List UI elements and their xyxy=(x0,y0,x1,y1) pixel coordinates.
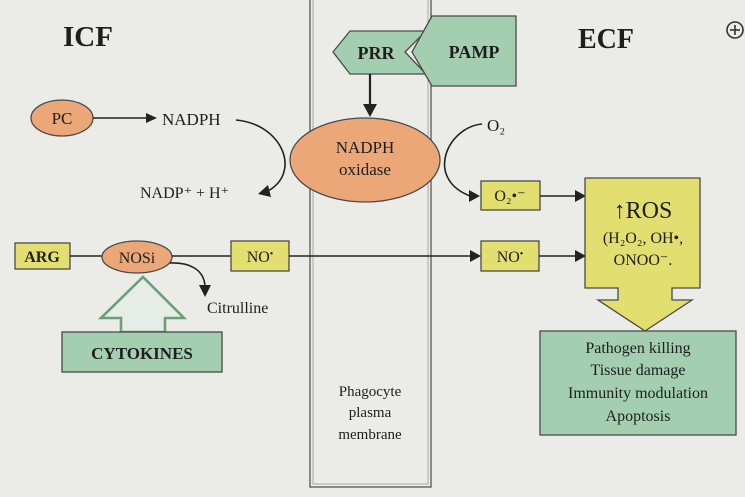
citrulline-label: Citrulline xyxy=(207,300,268,317)
superoxide-box xyxy=(480,180,541,211)
citrulline-curve xyxy=(169,262,206,287)
pc-to-nadph-arrowhead xyxy=(146,113,157,123)
plasma-membrane xyxy=(309,0,432,488)
outcome-pathogen-killing: Pathogen killing xyxy=(585,340,690,357)
ros-callout xyxy=(584,177,701,332)
pc-label: PC xyxy=(52,109,73,128)
membrane-label-line1: Phagocyte xyxy=(339,384,402,400)
ros-title: ↑ROS xyxy=(614,198,673,224)
nadph-oxidase-label-line2: oxidase xyxy=(339,160,391,179)
nosi-label: NOSi xyxy=(119,250,156,267)
superoxide-to-ros-arrowhead xyxy=(575,190,586,202)
oxygen-label: O₂ xyxy=(487,116,505,135)
pamp-label: PAMP xyxy=(449,42,500,62)
citrulline-arrowhead xyxy=(199,285,211,297)
plasma-membrane-inner-line xyxy=(312,0,429,485)
outcomes-box xyxy=(539,330,737,436)
membrane-label-line3: membrane xyxy=(338,427,402,443)
superoxide-arrowhead xyxy=(469,190,480,202)
ros-species-line1: (H₂O₂, OH•, xyxy=(603,230,683,247)
circle-plus-icon[interactable] xyxy=(726,21,744,39)
no-diffusion-arrowhead xyxy=(470,250,481,262)
nadp-label: NADP⁺ + H⁺ xyxy=(140,185,229,202)
nosi-enzyme xyxy=(101,240,173,274)
arg-box xyxy=(14,242,71,270)
membrane-label-line2: plasma xyxy=(349,405,392,421)
pamp-ligand xyxy=(411,15,517,87)
ecf-label: ECF xyxy=(578,24,634,55)
prr-receptor xyxy=(332,30,428,75)
outcome-tissue-damage: Tissue damage xyxy=(591,362,686,379)
nitric-oxide-box-icf xyxy=(230,240,290,272)
nadph-oxidase-label-line1: NADPH xyxy=(336,138,395,157)
nitric-oxide-label-ecf: NO• xyxy=(497,249,524,267)
prr-label: PRR xyxy=(358,43,396,63)
outcome-immunity-modulation: Immunity modulation xyxy=(568,385,708,402)
nadph-label: NADPH xyxy=(162,110,221,129)
prr-to-oxidase-arrowhead xyxy=(363,104,377,117)
icf-label: ICF xyxy=(63,21,113,53)
cytokines-box xyxy=(61,331,223,373)
nadp-arrowhead xyxy=(258,185,271,197)
nadph-oxidase-enzyme xyxy=(289,117,441,203)
outcome-apoptosis: Apoptosis xyxy=(606,408,671,425)
arg-label: ARG xyxy=(24,249,60,266)
superoxide-label: O₂•⁻ xyxy=(494,188,525,205)
cytokines-label: CYTOKINES xyxy=(91,344,193,363)
no-to-ros-arrowhead xyxy=(575,250,586,262)
ros-species-line2: ONOO⁻. xyxy=(614,252,673,269)
nadph-consumption-curve xyxy=(235,119,286,192)
nitric-oxide-label-icf: NO• xyxy=(247,249,274,267)
oxygen-reduction-curve xyxy=(443,123,483,197)
